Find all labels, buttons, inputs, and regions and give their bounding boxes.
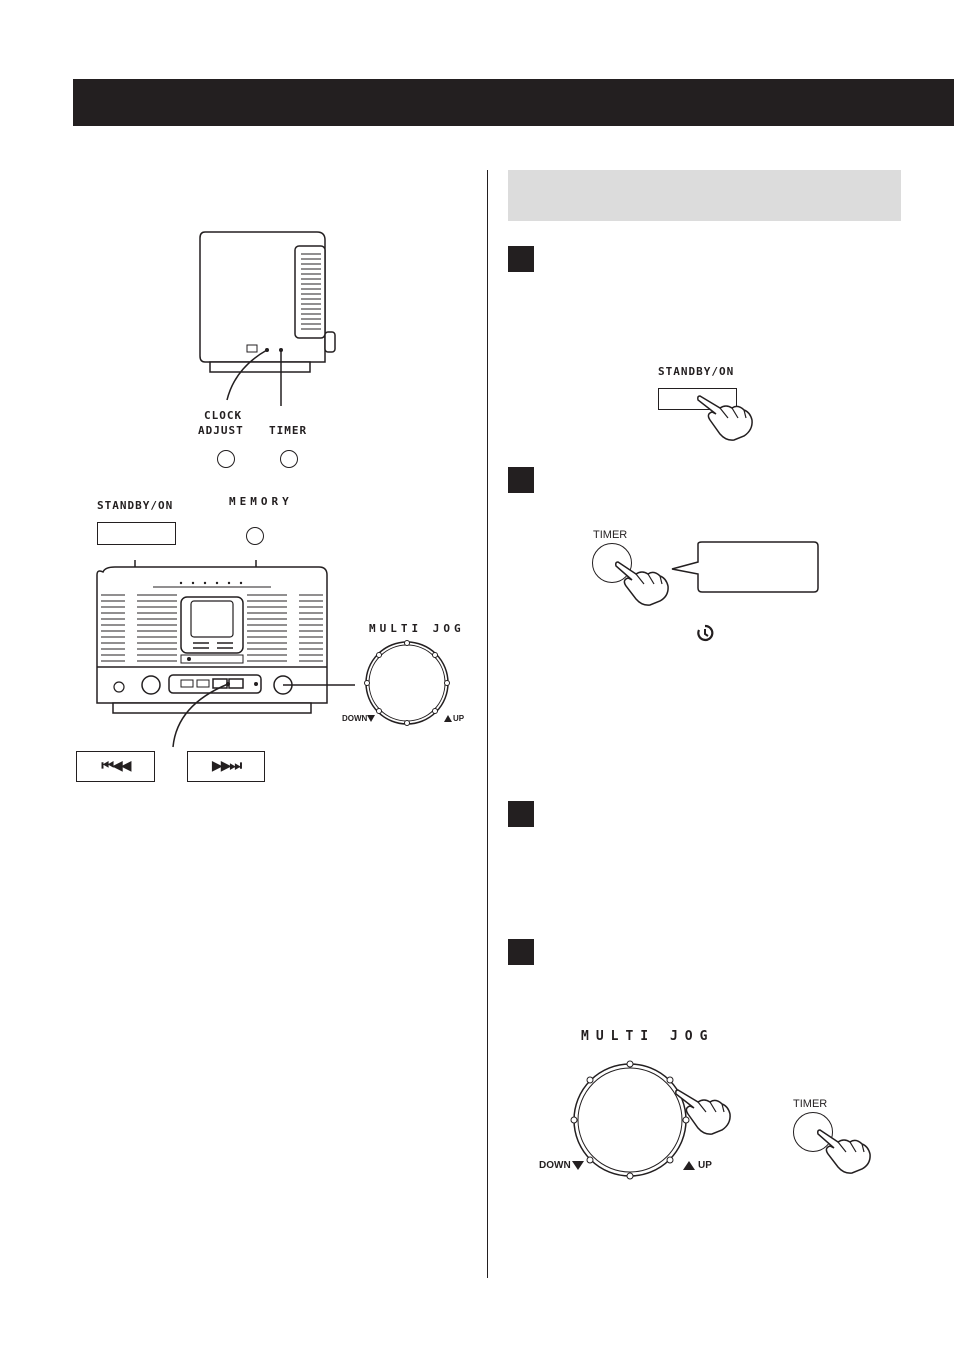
unit-side-view-illustration [199, 231, 336, 406]
memory-label: MEMORY [229, 495, 293, 508]
step4-multi-jog-dial[interactable] [570, 1060, 690, 1180]
timer-clock-icon [697, 624, 714, 642]
up-label: UP [453, 714, 465, 723]
memory-button[interactable] [246, 527, 264, 545]
column-divider [487, 170, 488, 1278]
unit-front-view-illustration [96, 560, 355, 748]
multi-jog-label: MULTI JOG [369, 622, 465, 635]
timer-label: TIMER [269, 424, 308, 437]
hand-pointer-icon [697, 395, 753, 441]
skip-forward-button[interactable]: ▶▶⏭ [187, 751, 265, 782]
triangle-down-icon [572, 1161, 584, 1170]
step-4-box [508, 939, 534, 965]
step2-timer-label: TIMER [593, 529, 628, 541]
step-1-box [508, 246, 534, 272]
section-heading-box [508, 170, 901, 221]
hand-pointer-icon [817, 1129, 871, 1174]
step4-timer-button[interactable] [793, 1112, 833, 1152]
step4-timer-label: TIMER [793, 1098, 828, 1110]
hand-pointer-icon [675, 1089, 731, 1135]
skip-back-button[interactable]: ⏮◀◀ [76, 751, 155, 782]
down-label: DOWN [342, 714, 368, 723]
step1-standby-on-label: STANDBY/ON [658, 365, 735, 378]
clock-adjust-button[interactable] [217, 450, 235, 468]
timer-button[interactable] [280, 450, 298, 468]
step4-up-label: UP [698, 1160, 712, 1171]
hand-pointer-icon [615, 561, 669, 606]
clock-adjust-label-line2: ADJUST [198, 424, 244, 437]
step-3-box [508, 801, 534, 827]
triangle-up-icon [444, 715, 452, 722]
step4-multi-jog-label: MULTI JOG [581, 1029, 715, 1044]
triangle-up-icon [683, 1161, 695, 1170]
step-2-box [508, 467, 534, 493]
triangle-down-icon [367, 715, 375, 722]
standby-on-button[interactable] [97, 522, 176, 545]
speech-bubble [671, 541, 819, 593]
step4-down-label: DOWN [539, 1160, 571, 1171]
step2-timer-button[interactable] [592, 543, 632, 583]
standby-on-label: STANDBY/ON [97, 499, 174, 512]
header-bar [73, 79, 954, 126]
clock-adjust-label: CLOCK [204, 409, 243, 422]
multi-jog-dial[interactable] [364, 640, 454, 730]
